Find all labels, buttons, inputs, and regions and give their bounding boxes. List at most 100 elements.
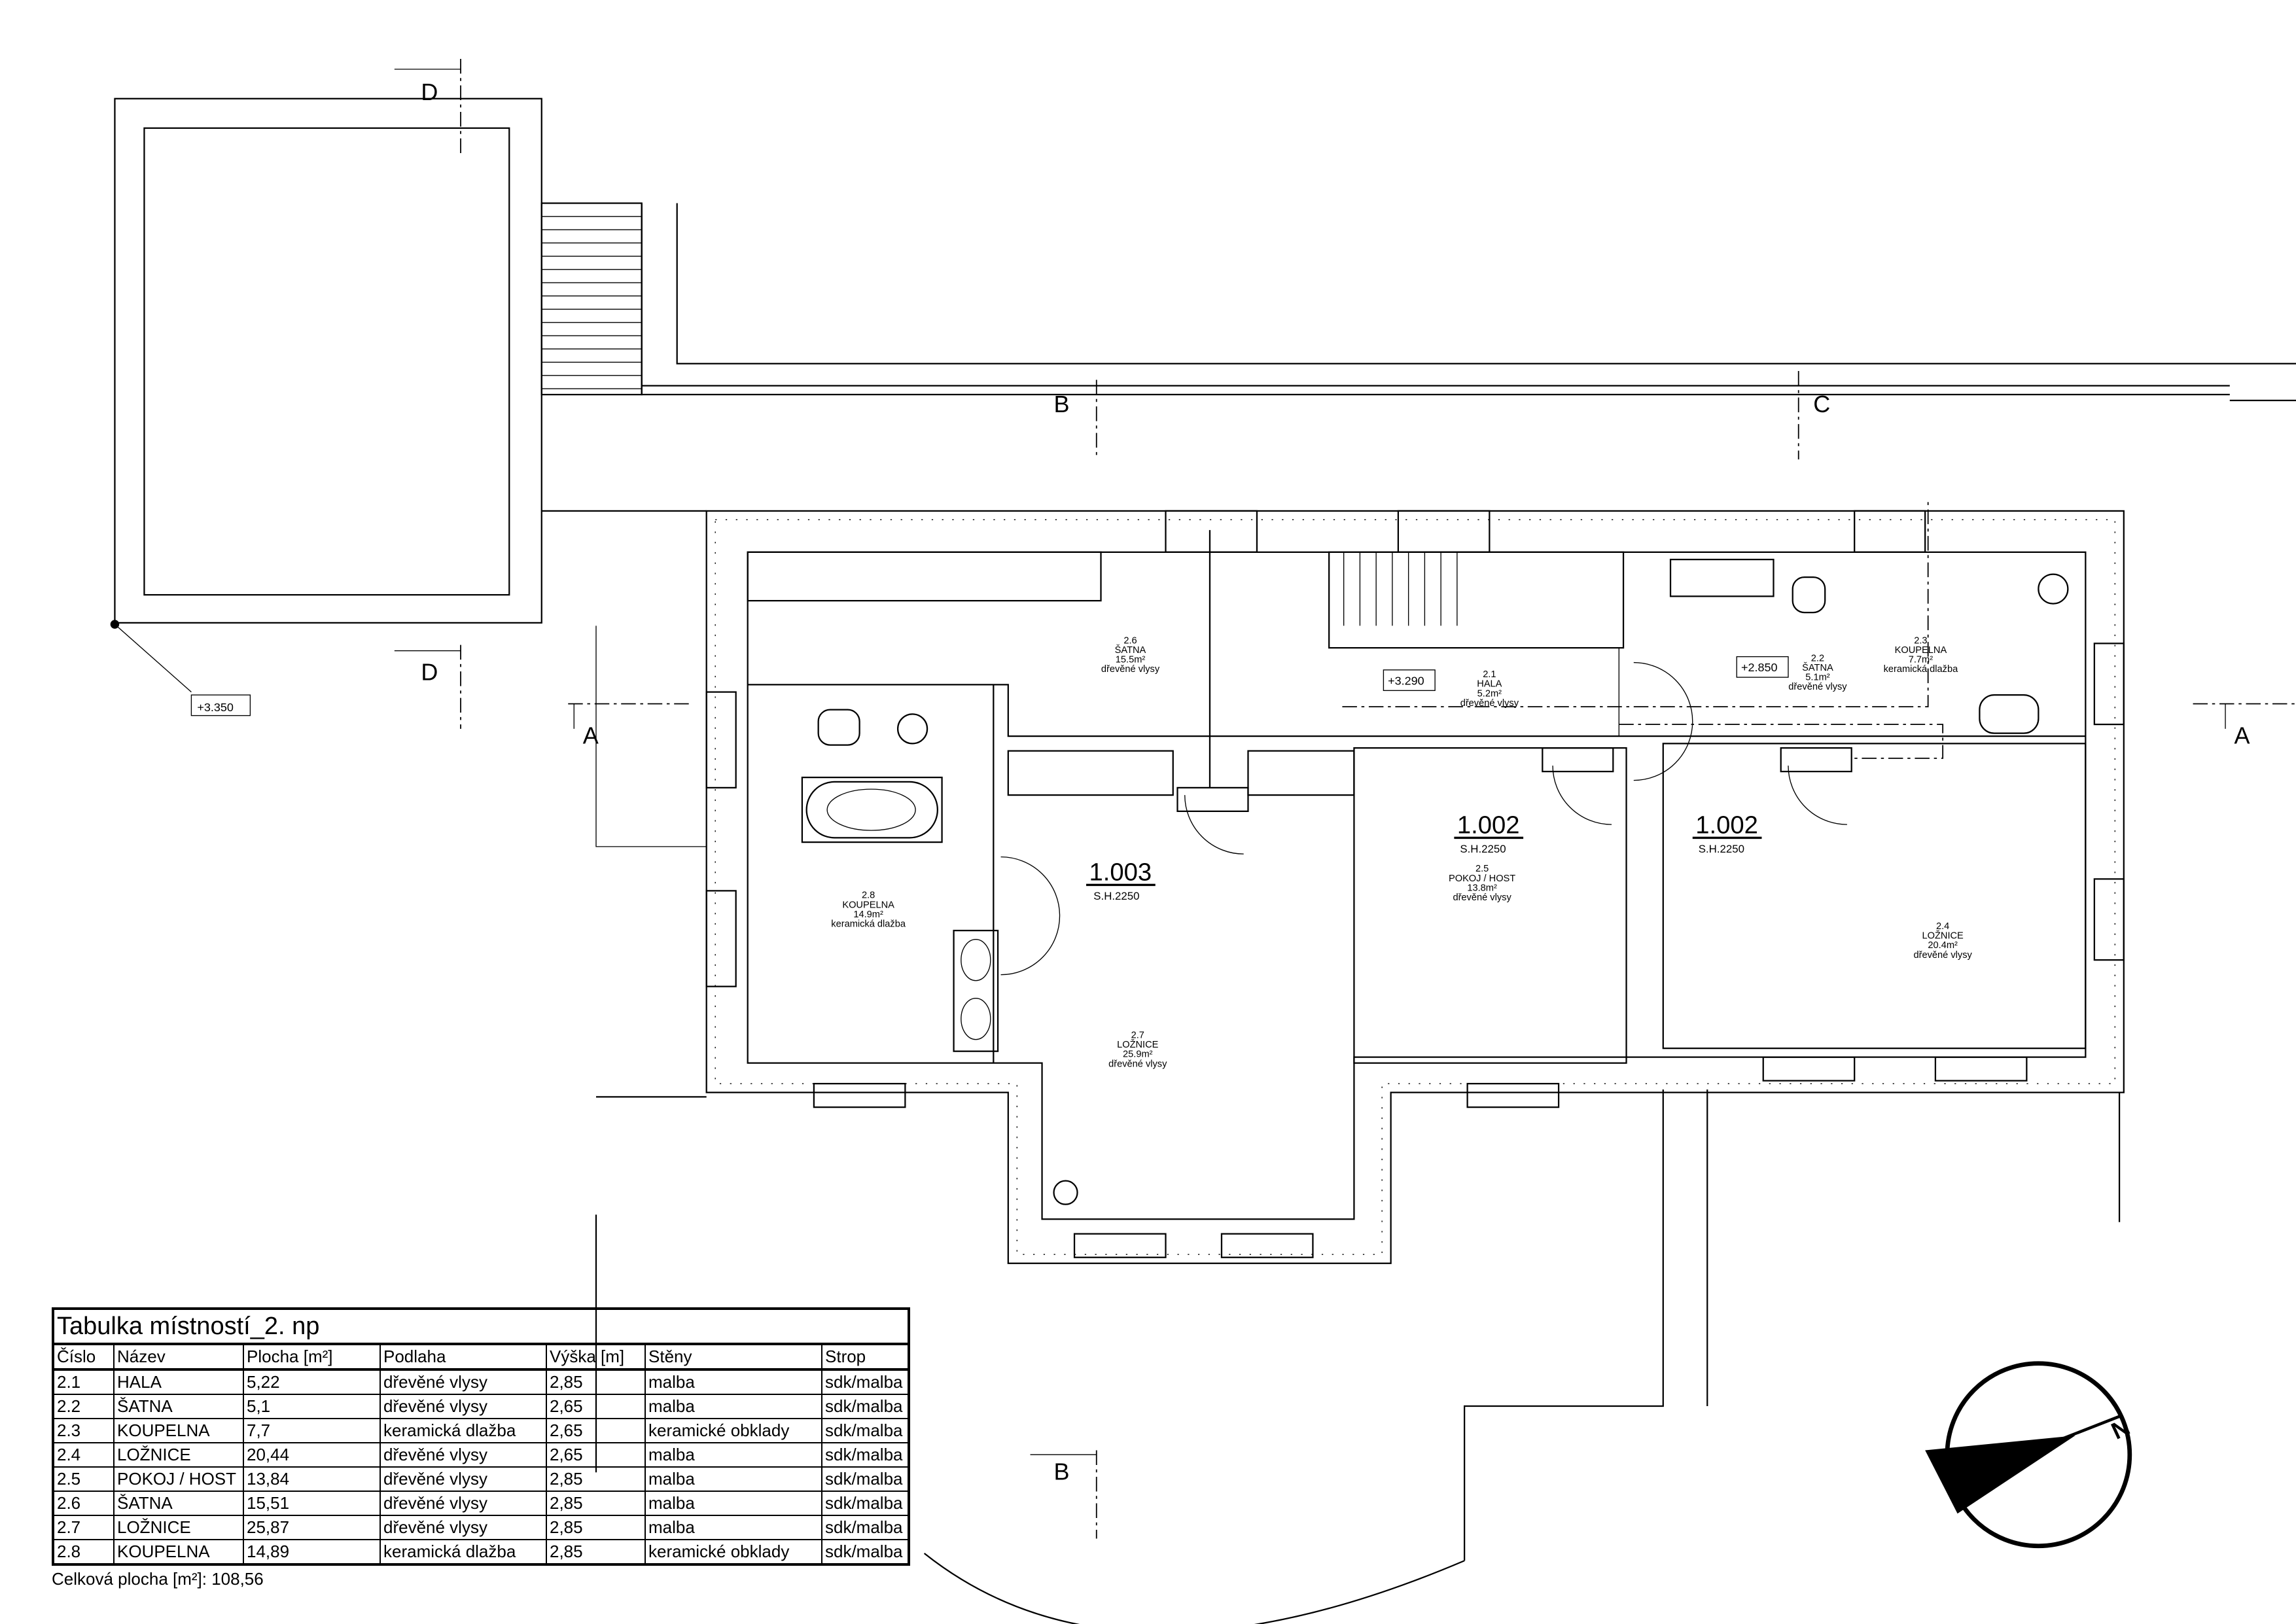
table-cell: 5,1 bbox=[243, 1394, 381, 1419]
room-name: POKOJ / HOST bbox=[1449, 874, 1515, 884]
table-title: Tabulka místností_2. np bbox=[52, 1308, 910, 1345]
table-cell: POKOJ / HOST bbox=[113, 1466, 244, 1492]
door-height: S.H.2250 bbox=[1093, 890, 1139, 902]
door-swings bbox=[1000, 662, 1847, 976]
table-cell: malba bbox=[645, 1515, 822, 1540]
room-floor: keramická dlažba bbox=[831, 919, 906, 930]
terrace: +3.350 bbox=[110, 97, 542, 716]
table-cell: malba bbox=[645, 1491, 822, 1516]
section-markers: D D B C A A B bbox=[394, 59, 2296, 1539]
room-area: 13.8m² bbox=[1467, 883, 1497, 893]
room-floor: dřevěné vlysy bbox=[1453, 892, 1511, 903]
table-cell: HALA bbox=[113, 1369, 244, 1395]
table-cell: keramické obklady bbox=[645, 1539, 822, 1565]
room-area: 25.9m² bbox=[1123, 1050, 1153, 1060]
room-num: 2.6 bbox=[1123, 635, 1137, 646]
room-num: 2.4 bbox=[1936, 921, 1949, 932]
table-cell: 14,89 bbox=[243, 1539, 381, 1565]
table-cell: sdk/malba bbox=[821, 1515, 910, 1540]
header-cell: Plocha [m²] bbox=[243, 1343, 381, 1371]
table-cell: malba bbox=[645, 1369, 822, 1395]
level-wardrobe: +2.850 bbox=[1741, 661, 1778, 674]
room-num: 2.2 bbox=[1811, 653, 1824, 663]
room-num: 2.7 bbox=[1131, 1030, 1144, 1040]
radiators bbox=[1007, 747, 1852, 813]
floor-drain bbox=[1053, 1180, 1078, 1205]
table-cell: 2,85 bbox=[546, 1466, 646, 1492]
table-cell: 2,85 bbox=[546, 1515, 646, 1540]
room-floor: dřevěné vlysy bbox=[1788, 682, 1847, 692]
table-cell: sdk/malba bbox=[821, 1418, 910, 1443]
level-hall: +3.290 bbox=[1388, 674, 1424, 687]
room-name: ŠATNA bbox=[1115, 644, 1146, 656]
table-cell: 25,87 bbox=[243, 1515, 381, 1540]
table-cell: 2.3 bbox=[52, 1418, 115, 1443]
table-cell: 2.2 bbox=[52, 1394, 115, 1419]
table-cell: 20,44 bbox=[243, 1442, 381, 1468]
section-b-bottom: B bbox=[1054, 1458, 1070, 1485]
room-area: 5.2m² bbox=[1477, 688, 1502, 699]
room-floor: dřevěné vlysy bbox=[1101, 664, 1160, 675]
toilet bbox=[817, 709, 860, 746]
room-floor: dřevěné vlysy bbox=[1460, 698, 1519, 709]
table-cell: sdk/malba bbox=[821, 1539, 910, 1565]
table-cell: ŠATNA bbox=[113, 1394, 244, 1419]
door-code: 1.002 bbox=[1695, 811, 1758, 839]
room-area: 7.7m² bbox=[1909, 655, 1933, 665]
table-cell: 2.1 bbox=[52, 1369, 115, 1395]
table-cell: ŠATNA bbox=[113, 1491, 244, 1516]
table-cell: malba bbox=[645, 1466, 822, 1492]
header-cell: Podlaha bbox=[380, 1343, 547, 1371]
room-area: 14.9m² bbox=[853, 909, 883, 920]
north-arrow-icon: N bbox=[1925, 1361, 2134, 1549]
sink bbox=[896, 713, 928, 745]
table-cell: 2.8 bbox=[52, 1539, 115, 1565]
room-floor: dřevěné vlysy bbox=[1108, 1059, 1167, 1069]
room-floor: keramická dlažba bbox=[1884, 664, 1959, 675]
room-area: 5.1m² bbox=[1805, 673, 1829, 683]
table-cell: 2.6 bbox=[52, 1491, 115, 1516]
header-cell: Výška [m] bbox=[546, 1343, 646, 1371]
double-sink bbox=[953, 930, 999, 1052]
table-cell: 5,22 bbox=[243, 1369, 381, 1395]
table-cell: 2.7 bbox=[52, 1515, 115, 1540]
door-height: S.H.2250 bbox=[1460, 843, 1506, 855]
door-code: 1.002 bbox=[1457, 811, 1520, 839]
table-cell: dřevěné vlysy bbox=[380, 1491, 547, 1516]
door-label-1002b: 1.002 S.H.2250 bbox=[1692, 811, 1762, 855]
table-cell: KOUPELNA bbox=[113, 1539, 244, 1565]
section-d-top: D bbox=[421, 79, 438, 105]
table-cell: KOUPELNA bbox=[113, 1418, 244, 1443]
room-area: 20.4m² bbox=[1928, 940, 1958, 951]
table-cell: dřevěné vlysy bbox=[380, 1394, 547, 1419]
section-a-right: A bbox=[2234, 722, 2250, 749]
table-cell: dřevěné vlysy bbox=[380, 1466, 547, 1492]
table-cell: malba bbox=[645, 1442, 822, 1468]
room-num: 2.3 bbox=[1914, 635, 1927, 646]
table-cell: 2.4 bbox=[52, 1442, 115, 1468]
room-name: LOŽNICE bbox=[1922, 930, 1964, 942]
room-floor: dřevěné vlysy bbox=[1913, 950, 1972, 961]
table-cell: 2,65 bbox=[546, 1418, 646, 1443]
table-cell: 15,51 bbox=[243, 1491, 381, 1516]
door-height: S.H.2250 bbox=[1699, 843, 1744, 855]
room-name: ŠATNA bbox=[1802, 662, 1833, 673]
table-header: Číslo Název Plocha [m²] Podlaha Výška [m… bbox=[52, 1343, 910, 1371]
sink-2 bbox=[2038, 573, 2069, 605]
table-cell: 2,85 bbox=[546, 1369, 646, 1395]
room-num: 2.1 bbox=[1483, 669, 1496, 680]
exterior-stairs bbox=[540, 202, 643, 396]
table-cell: dřevěné vlysy bbox=[380, 1369, 547, 1395]
table-cell: dřevěné vlysy bbox=[380, 1515, 547, 1540]
section-c: C bbox=[1813, 391, 1830, 417]
building-walls bbox=[705, 510, 2125, 1264]
room-num: 2.8 bbox=[862, 891, 875, 901]
table-cell: 13,84 bbox=[243, 1466, 381, 1492]
